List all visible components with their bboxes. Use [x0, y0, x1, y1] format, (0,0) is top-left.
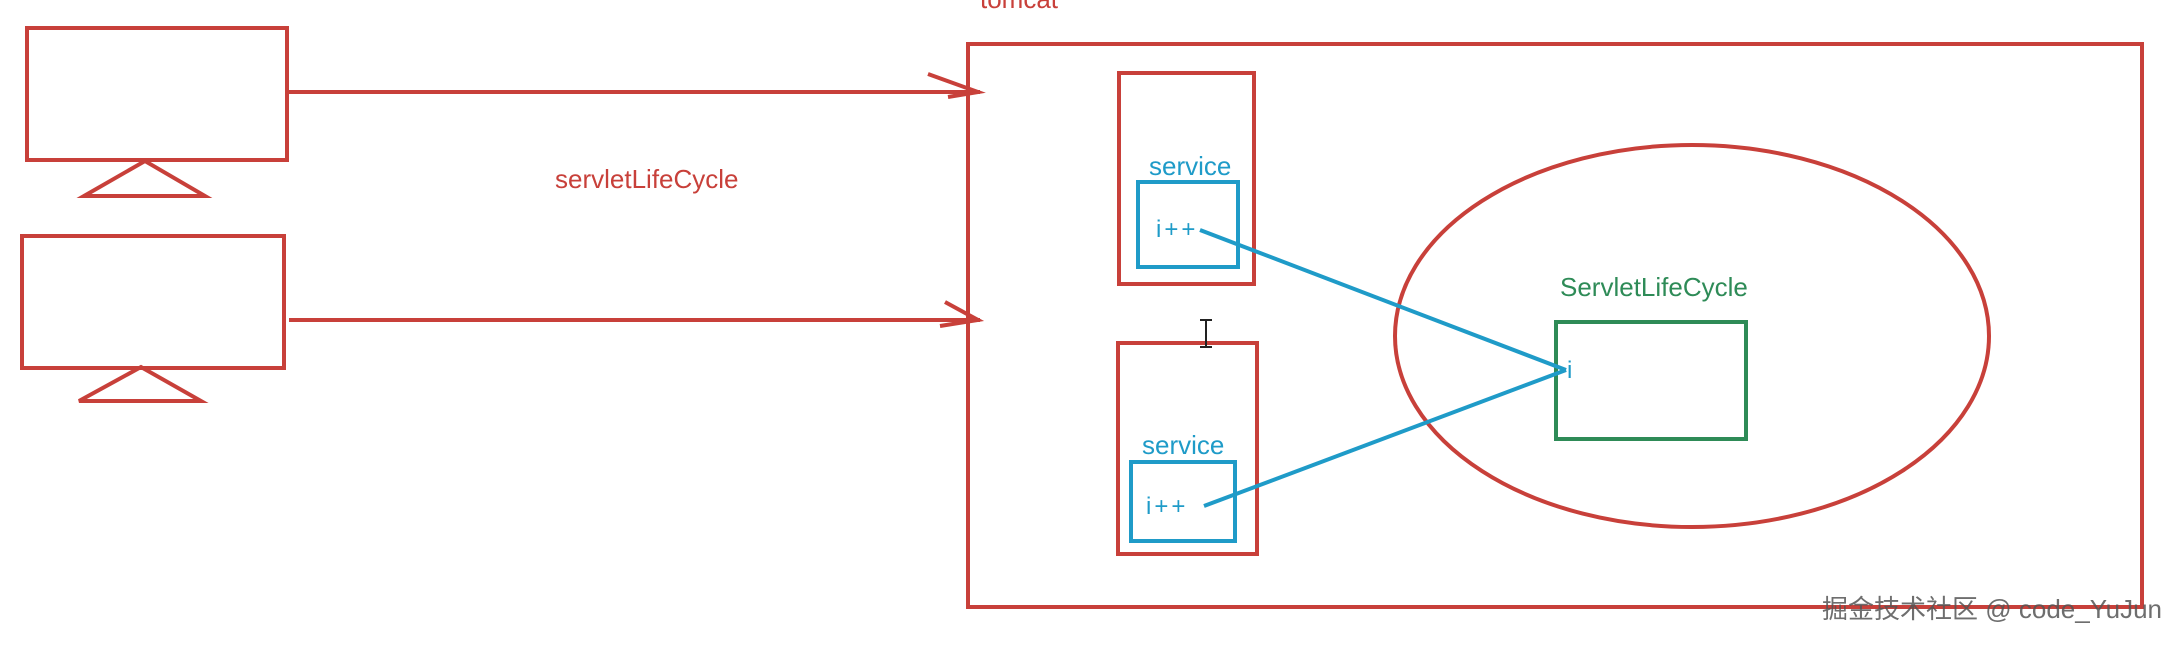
thread-box	[1117, 71, 1256, 286]
member-variable-box	[1554, 320, 1748, 441]
monitor-screen	[20, 234, 286, 370]
request-arrow-bottom	[289, 300, 985, 328]
i-beam-cursor-icon	[1200, 319, 1212, 348]
counter-label: i++	[1146, 493, 1188, 520]
field-i-label: i	[1567, 357, 1572, 384]
connector-top	[1199, 228, 1567, 372]
servlet-instance-ellipse	[1393, 143, 1991, 529]
servlet-name-label: ServletLifeCycle	[1560, 272, 1748, 302]
watermark: 掘金技术社区 @ code_YuJun	[1822, 594, 2162, 624]
counter-label: i++	[1156, 216, 1198, 243]
service-method-box	[1129, 460, 1237, 543]
monitor-stand	[78, 364, 209, 403]
tomcat-container	[966, 42, 2144, 609]
service-label: service	[1149, 151, 1231, 181]
monitor-screen	[25, 26, 289, 162]
thread-box	[1116, 341, 1259, 556]
client-monitor-top	[25, 26, 289, 198]
request-arrow-top	[289, 72, 986, 99]
monitor-stand	[76, 158, 213, 198]
service-method-box	[1136, 180, 1240, 269]
client-monitor-bottom	[20, 234, 286, 403]
service-thread-top: service i++	[1117, 71, 1256, 286]
service-label: service	[1142, 430, 1224, 460]
arrow-label: servletLifeCycle	[555, 164, 739, 194]
connector-bottom	[1203, 368, 1567, 508]
service-thread-bottom: service i++	[1116, 341, 1259, 556]
tomcat-label: tomcat	[980, 0, 1059, 14]
